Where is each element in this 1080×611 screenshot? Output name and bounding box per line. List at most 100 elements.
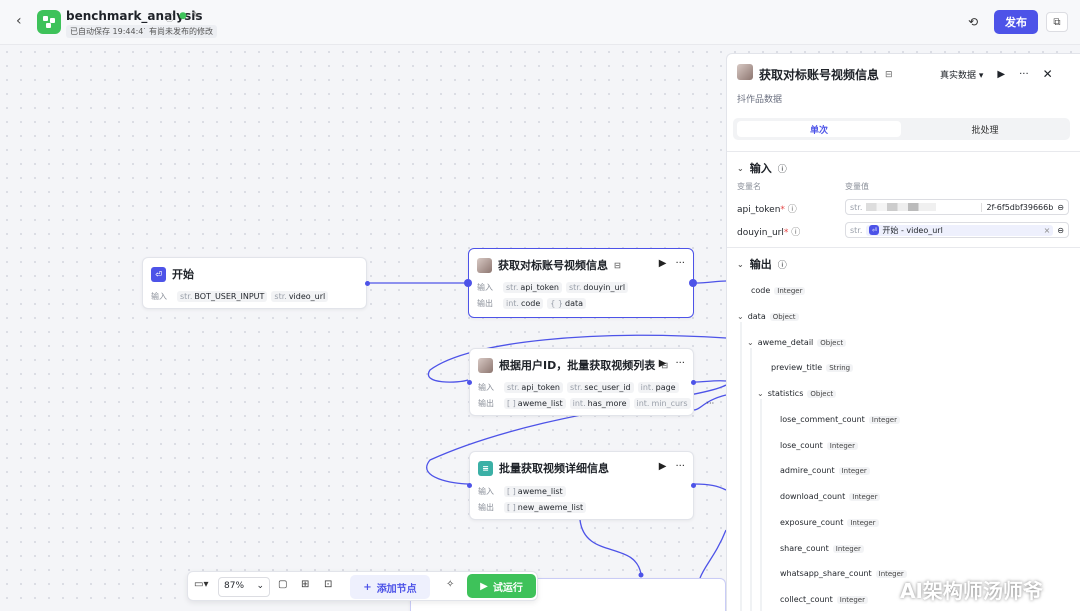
more-icon[interactable]: ···	[675, 258, 685, 269]
edge-f	[699, 529, 727, 579]
info-icon[interactable]: ⓘ	[165, 14, 175, 24]
edge-d	[693, 483, 727, 491]
play-icon[interactable]: ▶	[658, 358, 667, 369]
unpublished-status: 有尚未发布的修改	[145, 25, 217, 38]
param-chip: int.min_curs	[633, 398, 691, 409]
variable-reference-chip: ⏎ 开始 - video_url ×	[866, 224, 1054, 236]
param-chip: str.api_token	[503, 282, 562, 293]
copy-small-icon[interactable]: ⊟	[661, 360, 668, 370]
minimap-icon[interactable]: ▭▾	[194, 579, 209, 590]
input-port[interactable]	[467, 483, 472, 488]
batch-list-node[interactable]: 根据用户ID，批量获取视频列表 ⊟ ▶ ··· 输入 str.api_token…	[467, 348, 714, 416]
copy-icon[interactable]: ⧉	[1046, 12, 1068, 32]
get-info-node[interactable]: 获取对标账号视频信息 ⊟ ▶ ··· 输入 str.api_token str.…	[464, 248, 697, 318]
top-bar: ‹ benchmark_analysis ⓘ ● ✎ 已自动保存 19:44:4…	[0, 0, 1080, 45]
fit-view-icon[interactable]: ⊡	[324, 579, 333, 590]
input-label: 输入	[151, 292, 167, 301]
tab-single[interactable]: 单次	[737, 121, 901, 137]
copy-small-icon[interactable]: ⊟	[614, 260, 621, 270]
play-icon[interactable]: ▶	[658, 461, 667, 472]
edit-icon[interactable]: ✎	[191, 11, 200, 21]
info-icon: ⓘ	[787, 205, 797, 215]
close-icon[interactable]: ✕	[1042, 67, 1053, 81]
data-mode-label: 真实数据	[940, 70, 977, 81]
add-node-button[interactable]: +添加节点	[350, 575, 430, 599]
output-port[interactable]	[691, 483, 696, 488]
publish-button[interactable]: 发布	[994, 10, 1038, 34]
edge-getinfo-out	[693, 280, 727, 284]
output-port[interactable]	[689, 279, 697, 287]
edge-loop-a	[427, 334, 727, 383]
more-icon[interactable]: ···	[675, 358, 685, 369]
test-run-label: 试运行	[492, 582, 523, 594]
douyin-url-value: 开始 - video_url	[882, 225, 943, 235]
chevron-down-icon: ⌄	[747, 338, 754, 347]
clear-icon[interactable]: ×	[1043, 225, 1051, 235]
watermark: AI架构师汤师爷	[900, 579, 1043, 603]
douyin-url-field[interactable]: str. ⏎ 开始 - video_url × ⊖	[845, 222, 1069, 238]
batch-detail-node[interactable]: ≡ 批量获取视频详细信息 ▶ ··· 输入 [ ]aweme_list 输出 […	[467, 451, 696, 520]
start-node[interactable]: ⏎ 开始 输入 str.BOT_USER_INPUT str.video_url	[142, 257, 370, 309]
chevron-down-icon: ⌄	[256, 581, 264, 591]
plugin-avatar-icon	[477, 257, 492, 273]
play-icon[interactable]: ▶	[658, 258, 667, 269]
more-icon[interactable]: ···	[675, 461, 685, 472]
panel-subtitle: 抖作品数据	[737, 95, 783, 105]
published-check-icon: ●	[179, 11, 187, 21]
workflow-logo-icon	[37, 10, 61, 34]
input-port[interactable]	[467, 380, 472, 385]
chevron-down-icon: ⌄	[737, 163, 744, 173]
input-label: 输入	[477, 283, 493, 292]
field-label-douyin-url: douyin_url* ⓘ	[737, 228, 801, 238]
copy-small-icon[interactable]: ⊟	[885, 69, 893, 80]
col-value-header: 变量值	[845, 182, 869, 191]
play-icon[interactable]: ▶	[997, 68, 1006, 80]
data-mode-select[interactable]: 真实数据 ▾	[940, 70, 984, 81]
zoom-select[interactable]: 87%⌄	[218, 577, 270, 597]
chevron-down-icon: ⌄	[757, 389, 764, 398]
api-token-field[interactable]: str. 2f-6f5dbf39666b ⊖	[845, 199, 1069, 215]
output-port[interactable]	[365, 281, 370, 286]
output-port[interactable]	[691, 380, 696, 385]
variable-icon[interactable]: ⊖	[1057, 225, 1064, 235]
info-icon[interactable]: ⓘ	[777, 260, 787, 271]
wand-icon[interactable]: ✧	[446, 579, 455, 590]
output-label: 输出	[477, 299, 493, 308]
tab-batch[interactable]: 批处理	[971, 125, 999, 136]
layout-grid-icon[interactable]: ⊞	[301, 579, 310, 590]
param-chip: str.sec_user_id	[566, 382, 634, 393]
col-name-header: 变量名	[737, 182, 761, 191]
info-icon[interactable]: ⓘ	[777, 164, 787, 175]
field-label-api-token: api_token* ⓘ	[737, 205, 797, 215]
start-icon: ⏎	[869, 225, 880, 235]
info-icon: ⓘ	[791, 228, 801, 238]
input-section-header[interactable]: ⌄ 输入 ⓘ	[737, 160, 787, 176]
tree-guides	[740, 322, 762, 611]
panel-title: 获取对标账号视频信息	[759, 68, 880, 82]
divider	[727, 247, 1080, 248]
mode-tabs: 单次 批处理	[733, 118, 1070, 140]
more-outputs-icon[interactable]: ···	[706, 399, 715, 408]
variable-icon[interactable]: ⊖	[1057, 202, 1064, 212]
batch-detail-node-title: 批量获取视频详细信息	[499, 462, 609, 475]
history-icon[interactable]: ⟲	[968, 15, 979, 29]
test-run-button[interactable]: ▶试运行	[467, 574, 536, 598]
node-detail-panel: 获取对标账号视频信息 ⊟ 抖作品数据 真实数据 ▾ ▶ ··· ✕ 单次 批处理…	[726, 53, 1080, 611]
output-section-header[interactable]: ⌄ 输出 ⓘ	[737, 256, 787, 272]
back-arrow-icon[interactable]: ‹	[16, 13, 22, 29]
more-icon[interactable]: ···	[1019, 68, 1029, 80]
param-chip: [ ]aweme_list	[504, 486, 566, 497]
input-port[interactable]	[464, 279, 472, 287]
param-chip: str.video_url	[271, 291, 329, 302]
chevron-down-icon: ⌄	[737, 312, 744, 321]
comment-icon[interactable]: ▢	[278, 579, 288, 590]
